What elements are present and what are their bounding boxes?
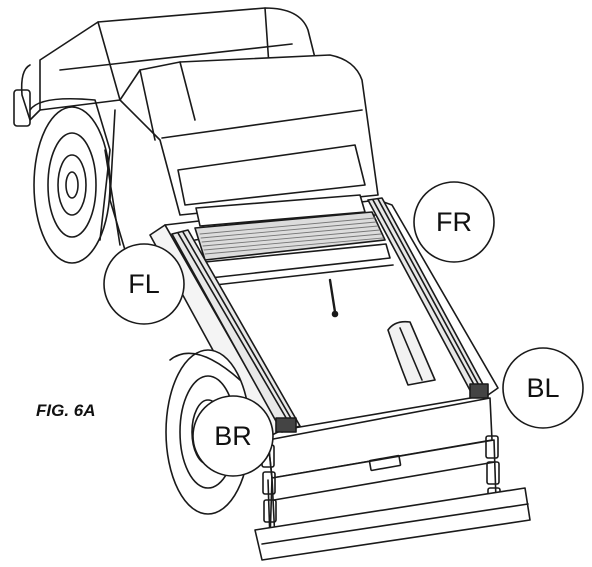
front-left-wheel	[29, 97, 111, 264]
rear-window	[177, 144, 366, 206]
tailgate-handle	[368, 454, 402, 472]
callout-fr-label: FR	[436, 207, 472, 237]
callout-br: BR	[192, 395, 274, 477]
rear-bumper	[254, 487, 531, 561]
callout-fl-label: FL	[128, 269, 160, 299]
left-rail	[171, 229, 301, 433]
callout-bl: BL	[502, 347, 584, 429]
callout-bl-label: BL	[526, 373, 559, 403]
right-rail	[367, 197, 489, 399]
figure-label: FIG. 6A	[36, 401, 96, 420]
truck-cab	[104, 54, 379, 251]
callout-fr: FR	[413, 181, 495, 263]
callout-br-label: BR	[214, 421, 252, 451]
tailgate	[267, 397, 497, 541]
cover-canister	[194, 194, 394, 318]
callout-fl: FL	[103, 243, 185, 325]
